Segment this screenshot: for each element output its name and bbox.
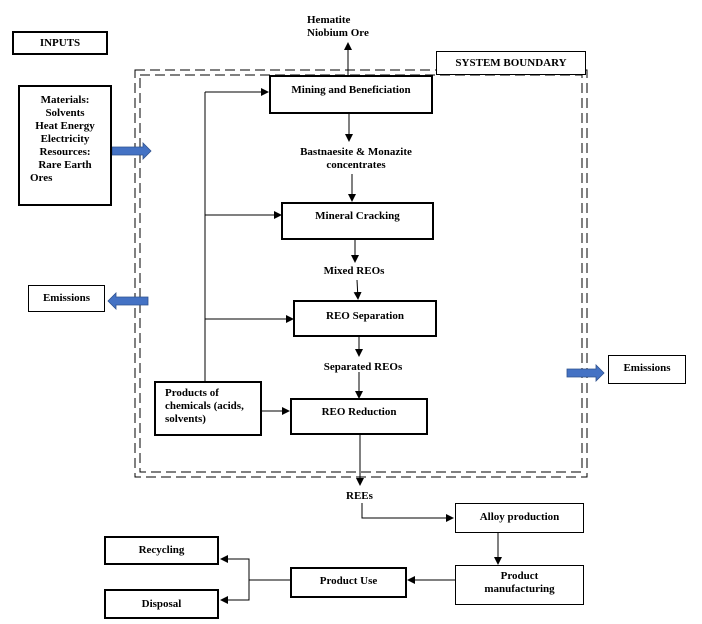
system-boundary: [134, 69, 588, 478]
step-cracking-box: Mineral Cracking: [281, 202, 434, 240]
chemicals-box: Products of chemicals (acids, solvents): [154, 381, 262, 436]
flow-mixed-reos: Mixed REOs: [323, 265, 385, 277]
emissions-right-block-arrow-icon: [566, 364, 605, 382]
recycling-box: Recycling: [104, 536, 219, 565]
materials-line: Rare Earth: [38, 159, 92, 171]
emissions-right-box: Emissions: [608, 355, 686, 384]
flow-separated-reos: Separated REOs: [323, 361, 403, 373]
byproduct-niobium-ore: Niobium Ore: [307, 27, 369, 39]
step-separation-label: REO Separation: [326, 310, 404, 322]
step-reduction-box: REO Reduction: [290, 398, 428, 435]
product-manufacturing-box: Product manufacturing: [455, 565, 584, 605]
arrow-use-to-disposal: [220, 580, 250, 604]
disposal-label: Disposal: [141, 598, 182, 610]
alloy-production-label: Alloy production: [479, 511, 560, 523]
emissions-right-label: Emissions: [623, 362, 671, 374]
arrow-rees-to-alloy: [361, 503, 454, 522]
emissions-left-label: Emissions: [42, 292, 91, 304]
system-boundary-label-box: SYSTEM BOUNDARY: [436, 51, 586, 75]
chemicals-line: solvents): [165, 413, 206, 425]
product-use-box: Product Use: [290, 567, 407, 598]
materials-line: Solvents: [45, 107, 85, 119]
arrow-mixed-to-separation: [353, 279, 362, 300]
product-manufacturing-line: manufacturing: [484, 583, 555, 595]
step-reduction-label: REO Reduction: [321, 406, 397, 418]
materials-line: Materials:: [40, 94, 90, 106]
chemicals-line: Products of: [165, 387, 219, 399]
step-mining-label: Mining and Beneficiation: [291, 84, 411, 96]
flow-concentrates-line2: concentrates: [326, 159, 386, 171]
materials-line: Ores: [30, 172, 53, 184]
recycling-label: Recycling: [138, 544, 185, 556]
flow-rees: REEs: [346, 490, 373, 502]
alloy-production-box: Alloy production: [455, 503, 584, 533]
chemicals-line: chemicals (acids,: [165, 400, 244, 412]
materials-box: Materials: Solvents Heat Energy Electric…: [18, 85, 112, 206]
disposal-box: Disposal: [104, 589, 219, 619]
product-manufacturing-line: Product: [500, 570, 539, 582]
emissions-left-box: Emissions: [28, 285, 105, 312]
emissions-left-block-arrow-icon: [107, 292, 149, 310]
arrow-use-to-recycling: [220, 555, 290, 581]
inputs-title-box: INPUTS: [12, 31, 108, 55]
materials-line: Resources:: [39, 146, 91, 158]
inputs-block-arrow-icon: [111, 142, 152, 160]
system-boundary-label: SYSTEM BOUNDARY: [455, 57, 567, 69]
materials-line: Electricity: [40, 133, 90, 145]
step-cracking-label: Mineral Cracking: [315, 210, 400, 222]
step-mining-box: Mining and Beneficiation: [269, 75, 433, 114]
flow-concentrates-line1: Bastnaesite & Monazite: [300, 146, 412, 158]
materials-line: Heat Energy: [35, 120, 95, 132]
inputs-title: INPUTS: [39, 37, 81, 49]
product-use-label: Product Use: [319, 575, 378, 587]
step-separation-box: REO Separation: [293, 300, 437, 337]
byproduct-hematite: Hematite: [307, 14, 351, 26]
